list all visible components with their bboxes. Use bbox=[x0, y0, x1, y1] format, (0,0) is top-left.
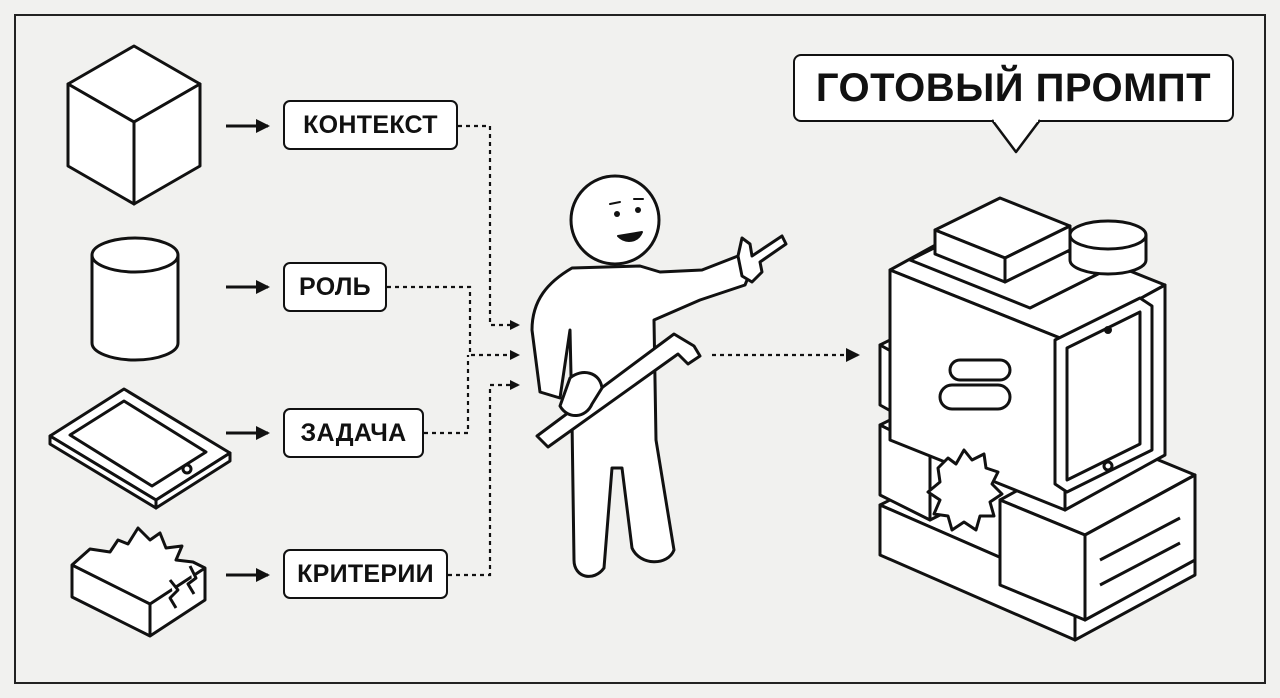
cube-icon bbox=[66, 44, 202, 206]
speech-bubble-tail bbox=[991, 119, 1041, 154]
label-context: КОНТЕКСТ bbox=[283, 100, 458, 150]
title-speech-bubble: ГОТОВЫЙ ПРОМПТ bbox=[793, 54, 1234, 122]
page-title: ГОТОВЫЙ ПРОМПТ bbox=[815, 65, 1212, 110]
person-figure bbox=[530, 174, 788, 578]
cylinder-icon bbox=[90, 236, 180, 362]
diagram-frame bbox=[14, 14, 1266, 684]
assembled-prompt-structure bbox=[878, 196, 1197, 642]
label-task: ЗАДАЧА bbox=[283, 408, 424, 458]
label-role: РОЛЬ bbox=[283, 262, 387, 312]
label-criteria: КРИТЕРИИ bbox=[283, 549, 448, 599]
dotted-connectors bbox=[387, 124, 860, 577]
tablet-icon bbox=[48, 387, 232, 510]
jagged-block-icon bbox=[70, 526, 207, 638]
icon-to-label-arrows bbox=[226, 119, 270, 582]
